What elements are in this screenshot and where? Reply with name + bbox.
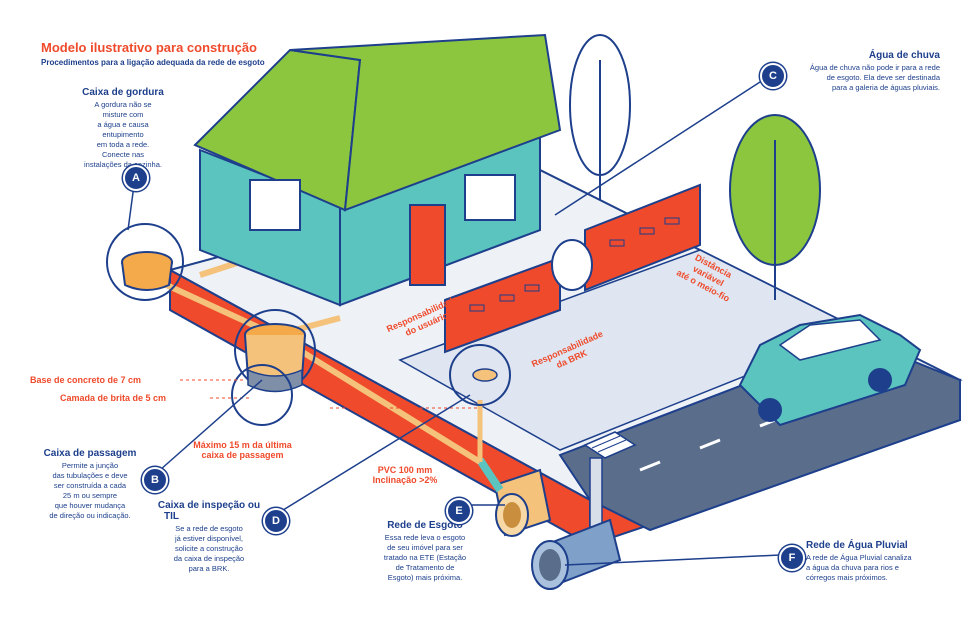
- section-a-text: A gordura não se misture com a água e ca…: [58, 100, 188, 170]
- badge-b: B: [142, 467, 168, 493]
- text-line: tratado na ETE (Estação: [383, 553, 467, 562]
- section-f-text: A rede de Água Pluvial canaliza a água d…: [806, 553, 956, 583]
- text-line: já estiver disponível,: [175, 534, 243, 543]
- badge-e: E: [446, 498, 472, 524]
- badge-a: A: [123, 165, 149, 191]
- section-e: Rede de Esgoto Essa rede leva o esgoto d…: [370, 520, 480, 583]
- house: [193, 33, 562, 307]
- section-b: Caixa de passagem Permite a junção das t…: [20, 448, 160, 521]
- passage-box: [231, 309, 316, 426]
- label-pvc: PVC 100 mm Inclinação >2%: [360, 465, 450, 485]
- section-e-title: Rede de Esgoto: [387, 520, 463, 531]
- text-line: instalações da cozinha.: [84, 160, 162, 169]
- label-pvc-line-2: Inclinação >2%: [372, 475, 438, 485]
- text-line: Essa rede leva o esgoto: [384, 533, 466, 542]
- trees: [569, 34, 821, 300]
- section-c-text: Água de chuva não pode ir para a rede de…: [770, 63, 940, 93]
- badge-c: C: [760, 63, 786, 89]
- section-c-title: Água de chuva: [868, 50, 940, 61]
- text-line: que houver mudança: [54, 501, 126, 510]
- badge-d: D: [263, 508, 289, 534]
- text-line: misture com: [102, 110, 144, 119]
- grease-box: [106, 223, 184, 301]
- text-line: Água de chuva não pode ir para a rede: [809, 63, 940, 72]
- text-line: córregos mais próximos.: [806, 573, 888, 582]
- text-line: a água e causa: [97, 120, 149, 129]
- text-line: de seu imóvel para ser: [387, 543, 463, 552]
- text-line: para a BRK.: [188, 564, 230, 573]
- label-base-concreto: Base de concreto de 7 cm: [30, 375, 142, 385]
- text-line: A gordura não se: [94, 100, 152, 109]
- text-line: em toda a rede.: [96, 140, 150, 149]
- section-b-title: Caixa de passagem: [43, 448, 137, 459]
- section-d-text: Se a rede de esgoto já estiver disponíve…: [150, 524, 268, 574]
- text-line: de direção ou indicação.: [49, 511, 131, 520]
- car: [738, 313, 922, 427]
- page-title: Modelo ilustrativo para construção: [41, 40, 257, 55]
- text-line: a água da chuva para rios e: [806, 563, 899, 572]
- text-line: da caixa de inspeção: [173, 554, 245, 563]
- section-b-text: Permite a junção das tubulações e deve s…: [20, 461, 160, 521]
- section-c: Água de chuva Água de chuva não pode ir …: [770, 50, 940, 93]
- label-maximo-line-1: Máximo 15 m da última: [193, 440, 292, 450]
- label-pvc-line-1: PVC 100 mm: [377, 465, 433, 475]
- text-line: entupimento: [102, 130, 144, 139]
- section-f-title: Rede de Água Pluvial: [806, 540, 908, 551]
- text-line: solicite a construção: [175, 544, 243, 553]
- badge-f: F: [779, 545, 805, 571]
- text-line: Conecte nas: [101, 150, 145, 159]
- section-d-title-2: TIL: [164, 511, 179, 522]
- label-camada-brita: Camada de brita de 5 cm: [60, 393, 167, 403]
- section-d-title: Caixa de inspeção ou: [157, 500, 261, 511]
- inspection-box: [449, 344, 511, 406]
- text-line: Permite a junção: [61, 461, 119, 470]
- section-e-text: Essa rede leva o esgoto de seu imóvel pa…: [370, 533, 480, 583]
- page-subtitle: Procedimentos para a ligação adequada da…: [41, 58, 265, 67]
- text-line: 25 m ou sempre: [62, 491, 118, 500]
- text-line: ser construída a cada: [53, 481, 127, 490]
- section-a: Caixa de gordura A gordura não se mistur…: [58, 87, 188, 170]
- section-f: Rede de Água Pluvial A rede de Água Pluv…: [806, 540, 956, 583]
- text-line: Se a rede de esgoto: [175, 524, 243, 533]
- text-line: para a galeria de águas pluviais.: [832, 83, 940, 92]
- text-line: A rede de Água Pluvial canaliza: [806, 553, 912, 562]
- guide-lines: [180, 379, 480, 409]
- text-line: Esgoto) mais próxima.: [387, 573, 463, 582]
- label-maximo-line-2: caixa de passagem: [201, 450, 284, 460]
- connector-lines: [127, 81, 781, 566]
- section-d: Caixa de inspeção ou TIL Se a rede de es…: [150, 500, 268, 574]
- text-line: de Tratamento de: [395, 563, 455, 572]
- section-a-title: Caixa de gordura: [82, 87, 164, 98]
- sewer-pipe: [476, 400, 552, 537]
- brick-walls: [444, 183, 701, 354]
- text-line: de esgoto. Ela deve ser destinada: [826, 73, 940, 82]
- text-line: das tubulações e deve: [52, 471, 128, 480]
- label-maximo: Máximo 15 m da última caixa de passagem: [170, 440, 315, 460]
